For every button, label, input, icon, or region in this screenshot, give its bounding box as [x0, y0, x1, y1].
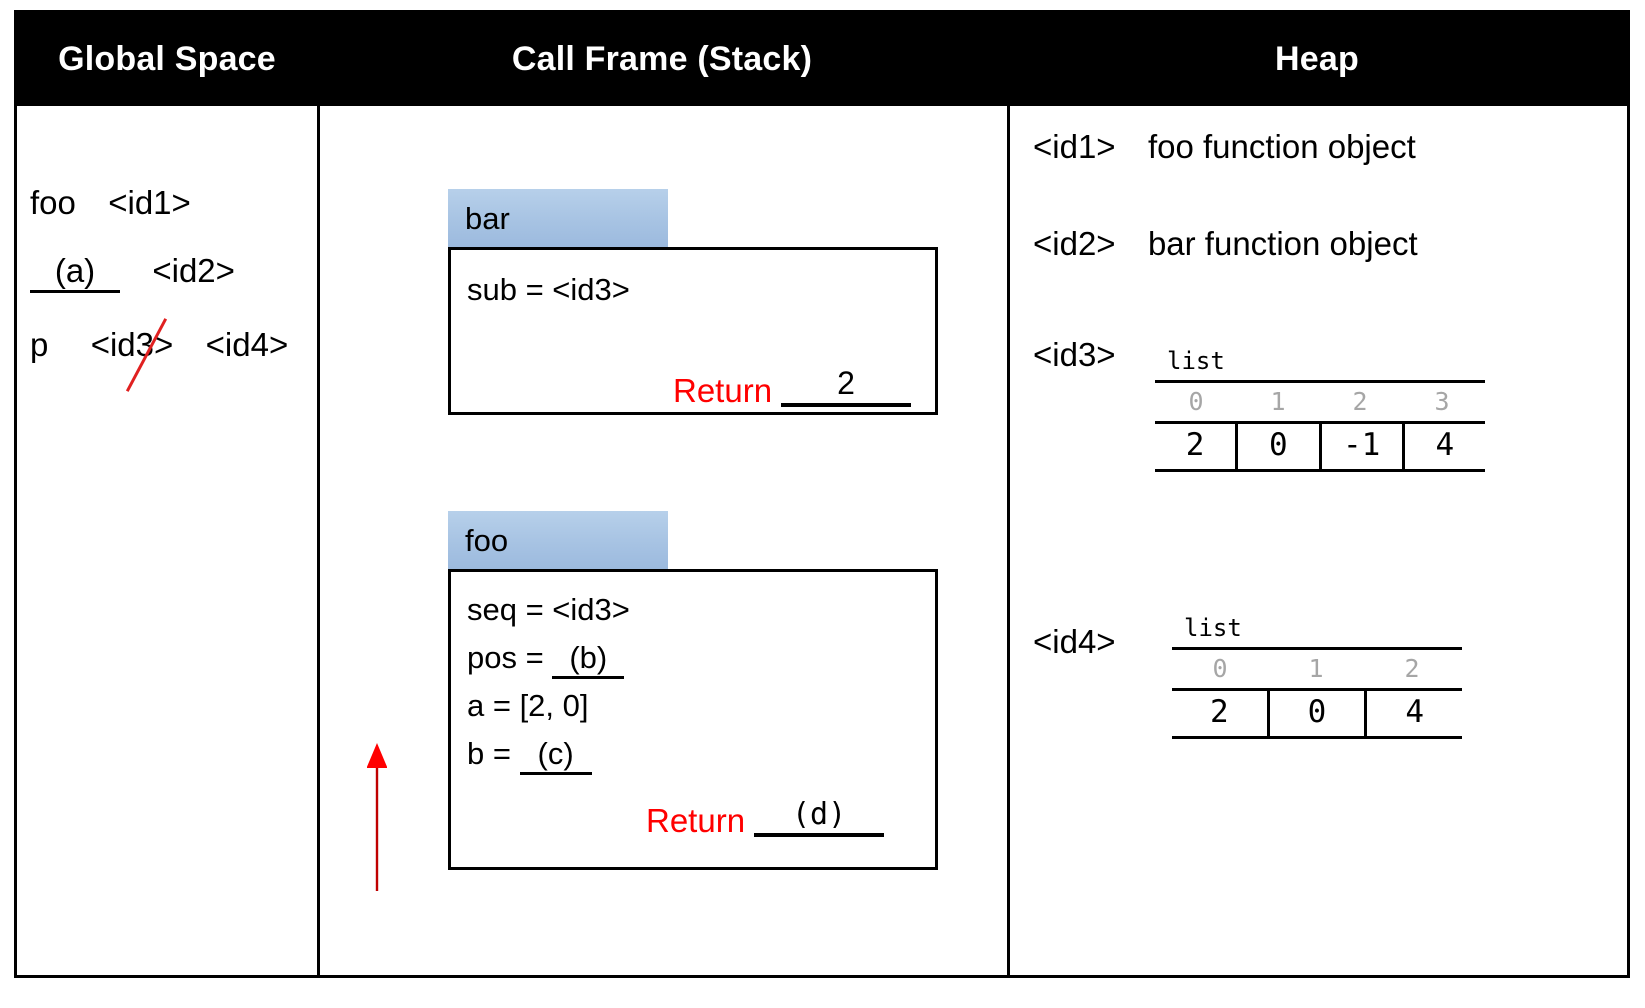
call-frame-bar-tab: bar	[448, 189, 668, 247]
variable-seq: seq = <id3>	[467, 592, 630, 627]
value-cell: 2	[1210, 694, 1229, 730]
call-frame-stack-column: bar sub = <id3> Return 2 foo seq = <id3>	[317, 106, 1007, 975]
column-header-heap: Heap	[1275, 40, 1359, 78]
header-band: Global Space Call Frame (Stack) Heap	[17, 13, 1627, 106]
index-cell: 2	[1352, 387, 1368, 416]
column-divider-2	[1007, 106, 1010, 975]
heap-list-object-id4: list 0 1 2 2 0 4	[1172, 616, 1462, 739]
return-label: Return	[673, 371, 773, 409]
call-frame-foo-tab: foo	[448, 511, 668, 569]
heap-entry-id3: <id3>	[1033, 336, 1116, 373]
value-cell: 4	[1364, 691, 1462, 736]
global-p-old-id: <id3>	[90, 326, 174, 363]
return-label: Return	[646, 801, 746, 839]
heap-entry-id4: <id4>	[1033, 623, 1116, 660]
call-frame-bar-body: sub = <id3>	[448, 247, 938, 415]
heap-list-id4-index-row: 0 1 2	[1172, 650, 1462, 688]
heap-column: <id1> foo function object <id2> bar func…	[1007, 106, 1627, 975]
column-divider-1	[317, 106, 320, 975]
variable-pos: pos = (b)	[467, 640, 625, 679]
return-value-bar: 2	[781, 366, 912, 407]
index-cell: 3	[1434, 387, 1450, 416]
variable-pos-blank: (b)	[552, 642, 625, 679]
index-cell: 1	[1270, 387, 1286, 416]
call-frame-bar-name: bar	[465, 200, 510, 236]
call-frame-foo-name: foo	[465, 522, 509, 558]
heap-list-id3-top-rule	[1155, 380, 1485, 383]
index-cell: 0	[1188, 387, 1204, 416]
column-header-call-frame-stack: Call Frame (Stack)	[511, 40, 813, 78]
value-cell: 4	[1401, 424, 1485, 469]
heap-entry-id2-ref: <id2>	[1033, 225, 1116, 262]
diagram-table: Global Space Call Frame (Stack) Heap foo…	[14, 10, 1630, 978]
index-cell: 1	[1308, 654, 1324, 683]
heap-list-id4-value-row: 2 0 4	[1172, 688, 1462, 739]
global-foo-id: <id1>	[108, 184, 191, 221]
variable-pos-label: pos =	[467, 640, 553, 675]
call-frame-foo-return: Return (d)	[646, 799, 885, 839]
value-cell: 0	[1266, 691, 1365, 736]
heap-list-id4-top-rule	[1172, 647, 1462, 650]
heap-entry-id1-desc: foo function object	[1147, 128, 1416, 165]
global-foo-name: foo	[30, 184, 76, 221]
heap-list-id3-value-row: 2 0 -1 4	[1155, 421, 1485, 472]
call-frame-bar-return: Return 2	[673, 366, 912, 409]
variable-sub: sub = <id3>	[467, 272, 630, 307]
index-cell: 2	[1404, 654, 1420, 683]
global-space-column: foo <id1> (a) <id2> p <id3> <id4>	[17, 106, 317, 975]
column-header-global-space: Global Space	[58, 40, 276, 78]
global-blank-a: (a)	[30, 254, 120, 293]
variable-a: a = [2, 0]	[467, 688, 589, 723]
heap-entry-id1: <id1> foo function object	[1033, 130, 1416, 163]
value-cell: -1	[1318, 424, 1402, 469]
call-frame-foo-body: seq = <id3> pos = (b) a = [2, 0] b = (c)	[448, 569, 938, 870]
global-p-new-id: <id4>	[205, 326, 289, 363]
variable-b-label: b =	[467, 736, 520, 771]
variable-b: b = (c)	[467, 738, 592, 775]
heap-list-object-id3: list 0 1 2 3 2 0 -1 4	[1155, 349, 1485, 472]
heap-list-id3-index-row: 0 1 2 3	[1155, 383, 1485, 421]
heap-list-id3-type: list	[1167, 347, 1225, 375]
global-binding-foo: foo <id1>	[30, 186, 191, 219]
heap-entry-id2: <id2> bar function object	[1033, 227, 1418, 260]
global-binding-blank-a: (a) <id2>	[30, 254, 235, 293]
variable-b-blank: (c)	[519, 738, 592, 775]
heap-entry-id2-desc: bar function object	[1147, 225, 1418, 262]
value-cell: 2	[1185, 427, 1205, 463]
stack-growth-arrow-icon	[367, 743, 387, 891]
global-p-name: p	[30, 326, 49, 363]
heap-list-id4-type: list	[1184, 614, 1242, 642]
heap-entry-id1-ref: <id1>	[1033, 128, 1116, 165]
return-value-foo: (d)	[754, 799, 885, 837]
value-cell: 0	[1235, 424, 1318, 469]
index-cell: 0	[1212, 654, 1228, 683]
global-blank-a-id: <id2>	[152, 252, 235, 289]
